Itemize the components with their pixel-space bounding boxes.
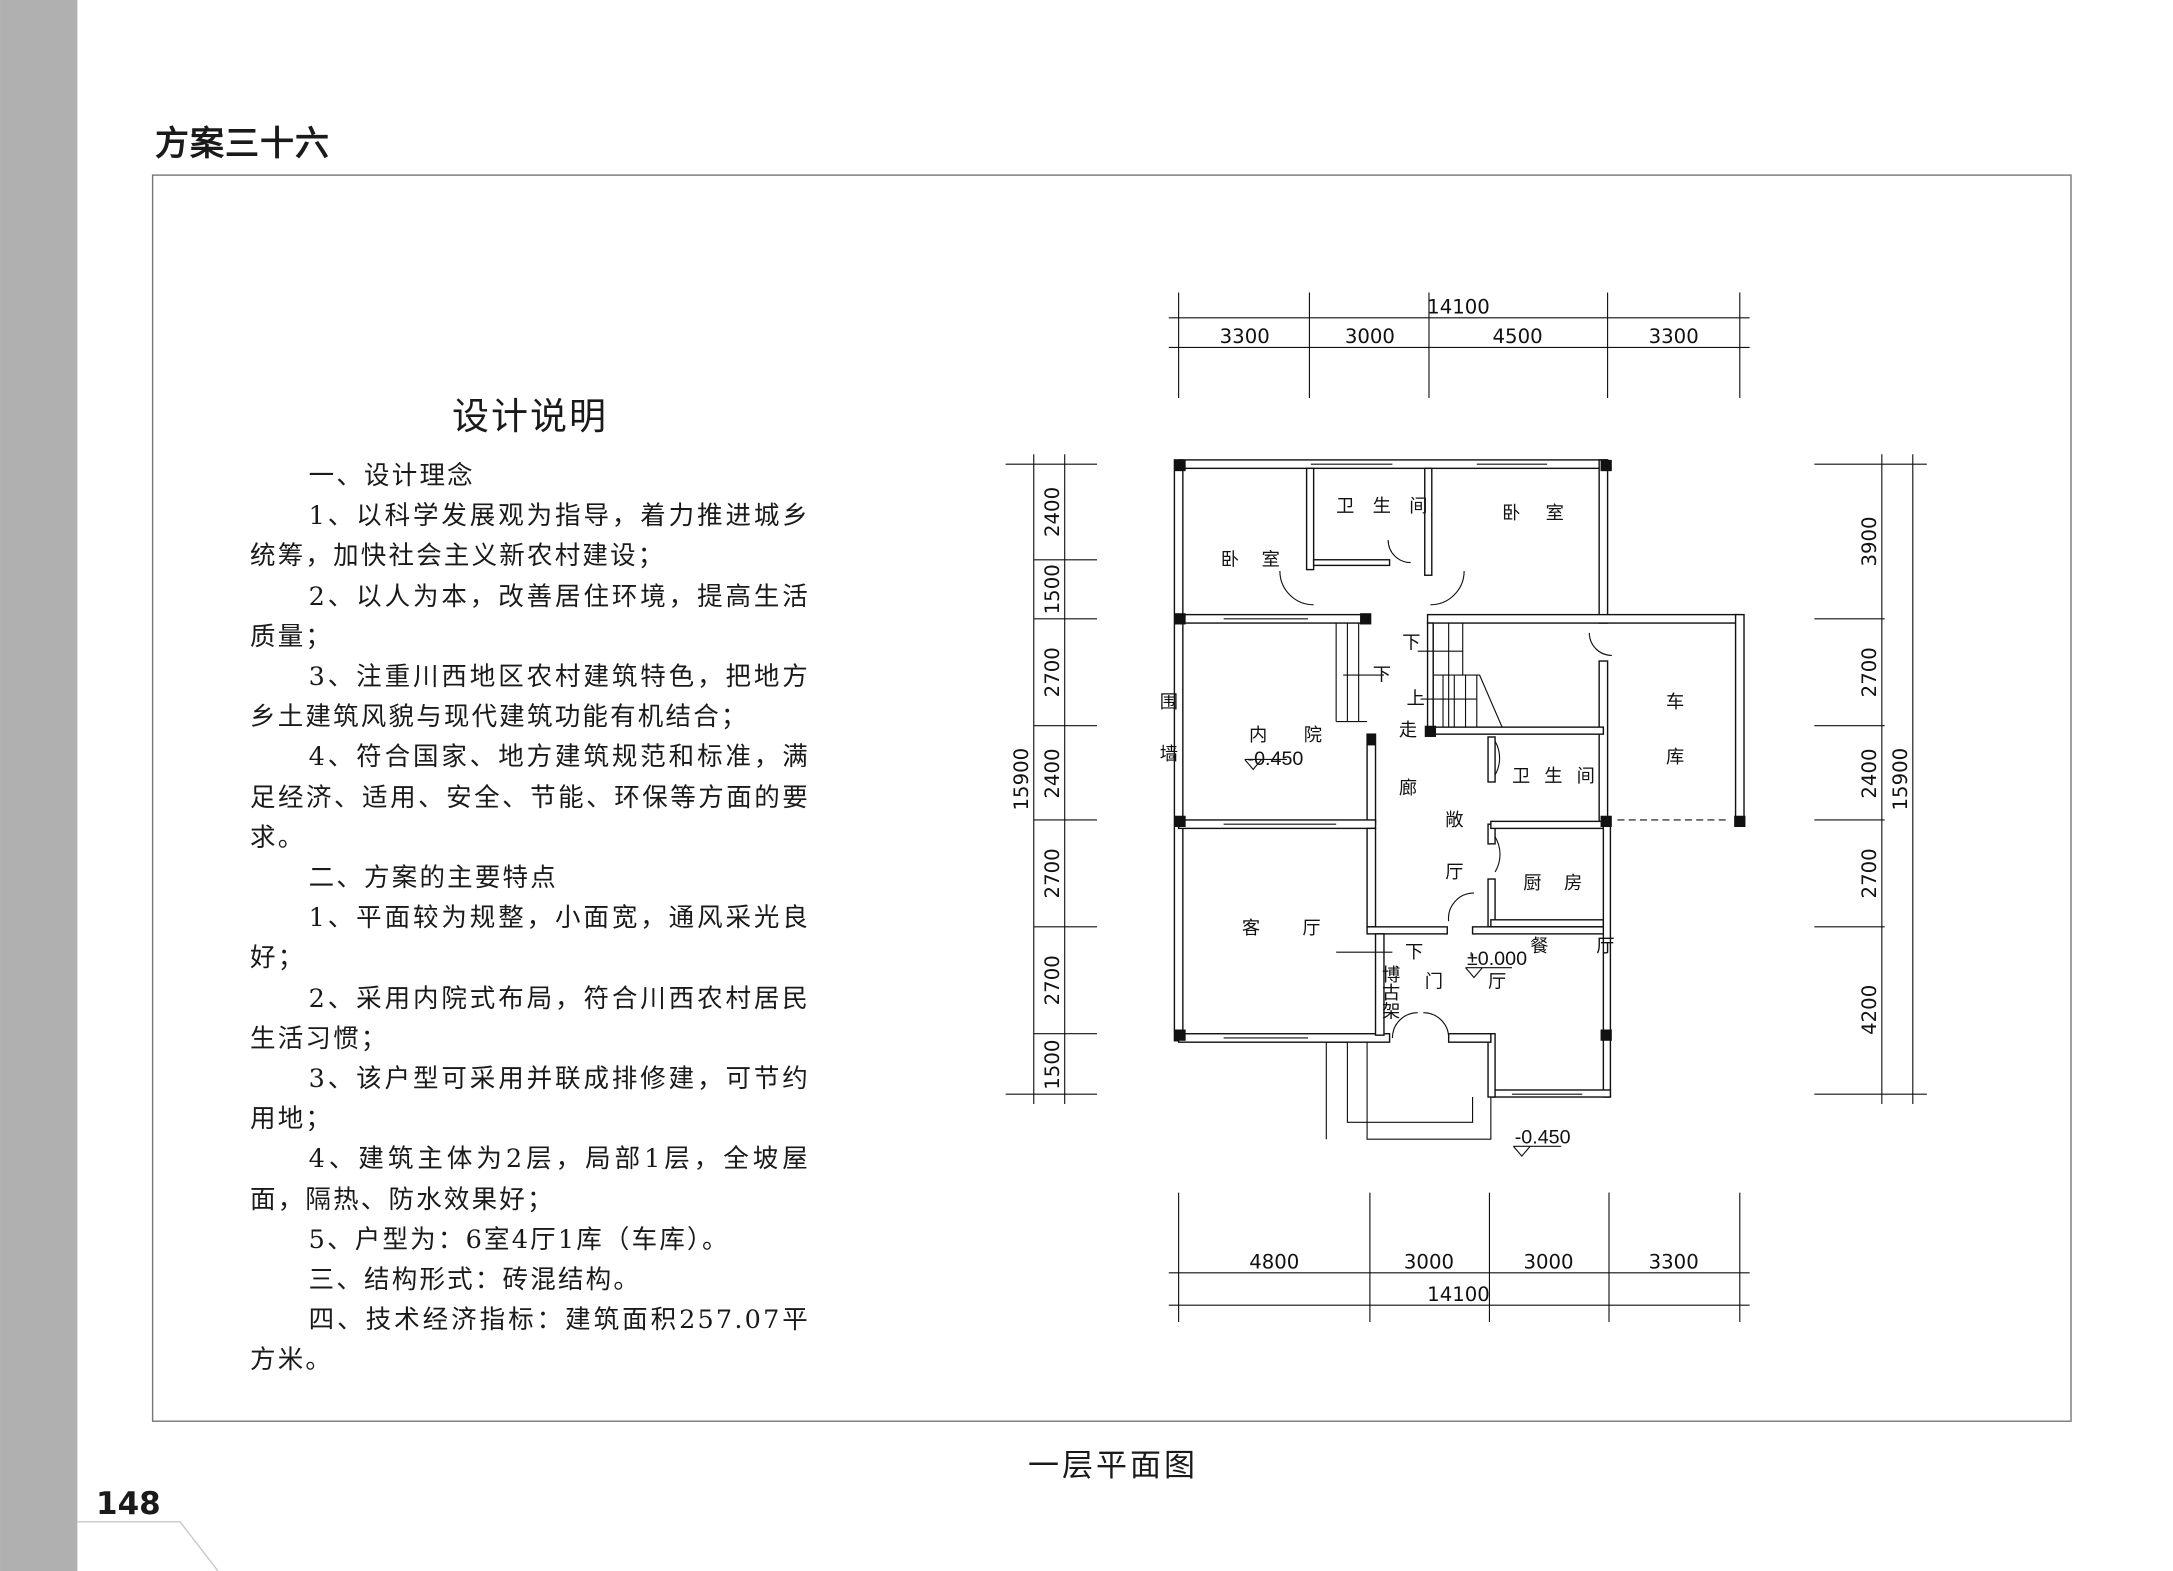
dim-right: 2700 xyxy=(1858,647,1881,697)
dim-left: 2700 xyxy=(1041,955,1064,1005)
stair-label-down: 下 xyxy=(1373,665,1391,686)
stair-label-down: 下 xyxy=(1402,632,1420,653)
room-label-courtyard: 内院 xyxy=(1249,725,1359,746)
description-paragraph: 一、设计理念 xyxy=(308,461,475,491)
description-paragraph: 1、平面较为规整，小面宽，通风采光良好； xyxy=(250,903,810,974)
dim-left: 2400 xyxy=(1041,748,1064,798)
windows-doors xyxy=(1223,463,1730,1157)
description-paragraph: 三、结构形式：砖混结构。 xyxy=(308,1265,642,1296)
level-entrance: ±0.000 xyxy=(1467,948,1527,970)
dimension-labels: 14100 3300 3000 4500 3300 4800 3000 3000… xyxy=(1010,296,1912,1306)
level-courtyard: -0.450 xyxy=(1248,748,1304,770)
dim-right: 2700 xyxy=(1858,848,1881,898)
page-title: 方案三十六 xyxy=(155,124,330,164)
description-paragraph: 5、户型为：6室4厅1库（车库）。 xyxy=(308,1224,730,1255)
dim-left: 2700 xyxy=(1041,848,1064,898)
room-label-bathroom: 卫生间 xyxy=(1336,496,1446,517)
page-number: 148 xyxy=(96,1486,161,1522)
dim-bottom: 4800 xyxy=(1249,1251,1299,1274)
stair-label-up: 上 xyxy=(1406,689,1424,710)
description-paragraph: 二、方案的主要特点 xyxy=(308,863,558,894)
room-label-bathroom: 卫生间 xyxy=(1512,766,1609,787)
dim-top: 4500 xyxy=(1493,325,1543,348)
dim-right: 2400 xyxy=(1858,748,1881,798)
room-label-enclosure-wall: 围墙 xyxy=(1157,692,1178,796)
step-label-down: 下 xyxy=(1405,942,1423,963)
description-paragraph: 4、符合国家、地方建筑规范和标准，满足经济、适用、安全、节能、环保等方面的要求。 xyxy=(250,742,810,853)
dim-left: 1500 xyxy=(1041,1040,1064,1090)
room-label-dining-room: 餐厅 xyxy=(1530,936,1662,957)
room-label-curio-shelf: 博古架 xyxy=(1379,965,1400,1020)
description-paragraph: 3、注重川西地区农村建筑特色，把地方乡土建筑风貌与现代建筑功能有机结合； xyxy=(250,662,810,733)
description-body: 一、设计理念 1、以科学发展观为指导，着力推进城乡统筹，加快社会主义新农村建设；… xyxy=(250,456,810,1381)
description-paragraph: 4、建筑主体为2层，局部1层，全坡屋面，隔热、防水效果好； xyxy=(250,1144,810,1215)
dim-right: 4200 xyxy=(1858,985,1881,1035)
dim-bottom: 3300 xyxy=(1649,1251,1699,1274)
dim-left: 2400 xyxy=(1041,487,1064,537)
dim-right: 3900 xyxy=(1858,516,1881,566)
description-paragraph: 3、该户型可采用并联成排修建，可节约用地； xyxy=(250,1064,810,1135)
level-porch: -0.450 xyxy=(1515,1126,1571,1148)
description-paragraph: 2、采用内院式布局，符合川西农村居民生活习惯； xyxy=(250,983,810,1054)
dim-left: 2700 xyxy=(1041,647,1064,697)
dim-left-total: 15900 xyxy=(1010,748,1033,811)
dimension-lines xyxy=(1005,292,1927,1323)
room-label-corridor: 走廊 xyxy=(1396,720,1417,835)
room-label-living-room: 客厅 xyxy=(1242,918,1363,939)
plan-caption: 一层平面图 xyxy=(1028,1448,1198,1484)
dim-top: 3000 xyxy=(1345,325,1395,348)
description-paragraph: 2、以人为本，改善居住环境，提高生活质量； xyxy=(250,581,810,652)
description-paragraph: 1、以科学发展观为指导，着力推进城乡统筹，加快社会主义新农村建设； xyxy=(250,501,810,572)
dim-top-total: 14100 xyxy=(1427,296,1490,319)
description-paragraph: 四、技术经济指标：建筑面积257.07平方米。 xyxy=(250,1305,810,1376)
room-label-garage: 车库 xyxy=(1663,692,1684,802)
dim-top: 3300 xyxy=(1220,325,1270,348)
dim-left: 1500 xyxy=(1041,564,1064,614)
page-number-rule xyxy=(77,1521,219,1571)
drawing-frame xyxy=(151,174,2072,1422)
room-label-kitchen: 厨房 xyxy=(1523,873,1605,894)
room-label-bedroom: 卧室 xyxy=(1502,503,1589,524)
room-label-open-hall: 敞厅 xyxy=(1442,810,1463,914)
room-labels: 卧室 卫生间 卧室 车库 围墙 内院 走廊 敞厅 卫生间 厨房 客厅 餐厅 博古… xyxy=(1157,496,1684,1148)
dim-bottom-total: 14100 xyxy=(1427,1283,1490,1306)
dim-bottom: 3000 xyxy=(1523,1251,1573,1274)
description-title: 设计说明 xyxy=(452,395,608,438)
dim-top: 3300 xyxy=(1649,325,1699,348)
sidebar-strip xyxy=(0,0,78,1571)
room-label-bedroom: 卧室 xyxy=(1221,549,1303,570)
dim-bottom: 3000 xyxy=(1404,1251,1454,1274)
room-label-entrance-hall: 门厅 xyxy=(1425,971,1552,992)
dim-right-total: 15900 xyxy=(1889,748,1912,811)
columns xyxy=(1174,459,1746,1041)
